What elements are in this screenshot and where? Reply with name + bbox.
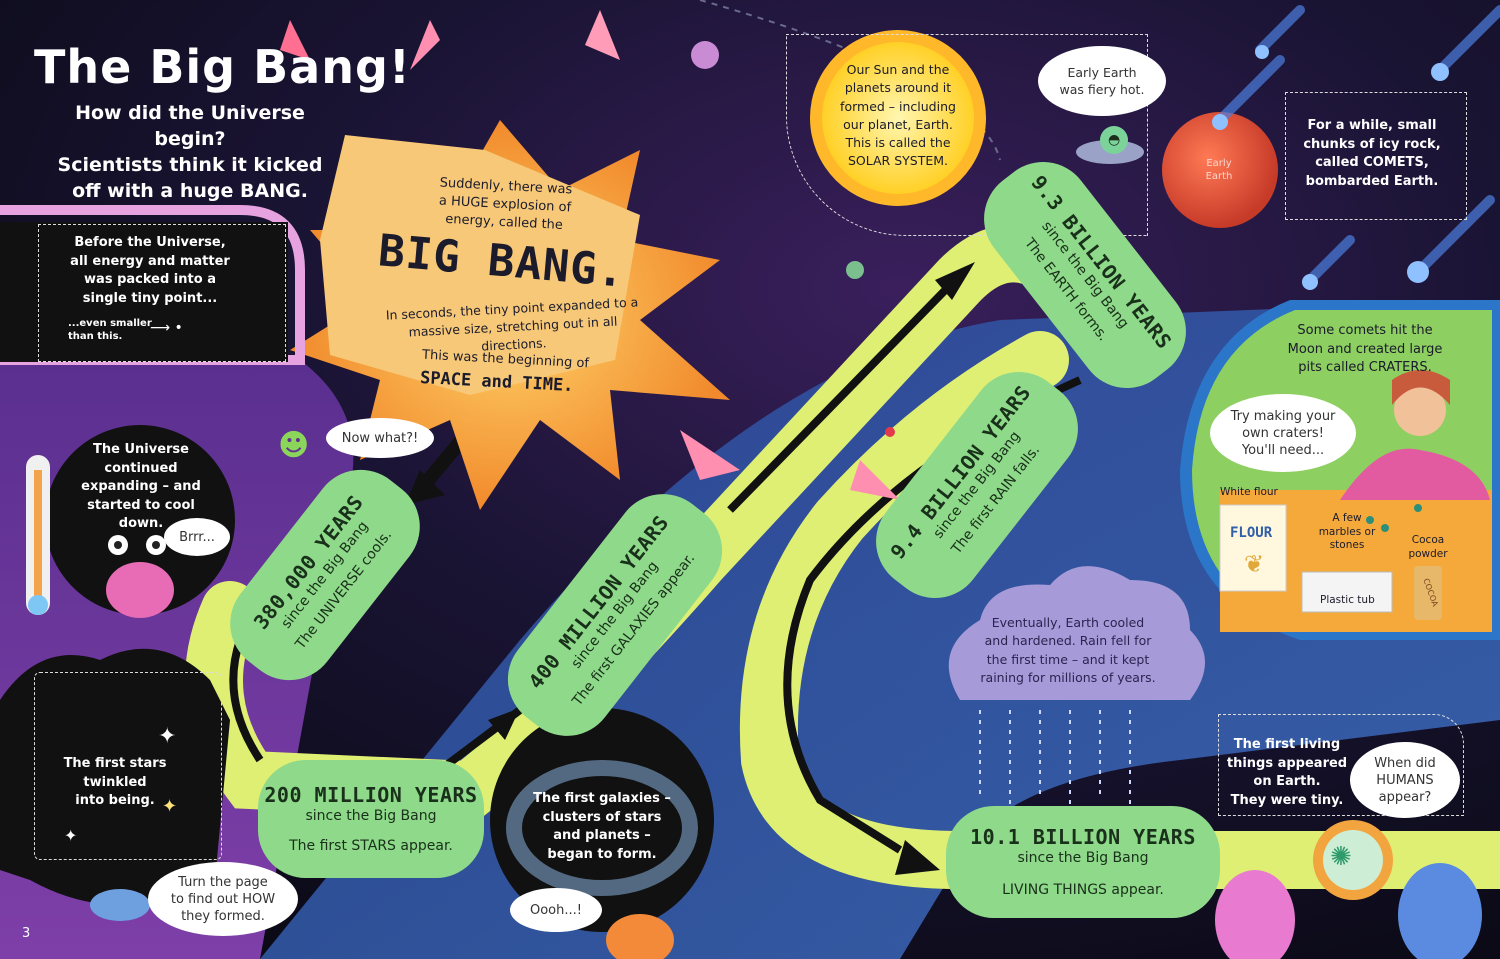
flour-bag-label: FLOUR — [1230, 525, 1273, 541]
timeline-pill-10-1b: 10.1 BILLION YEARS since the Big Bang LI… — [946, 806, 1220, 918]
page-number: 3 — [22, 926, 31, 941]
rain-cloud-text: Eventually, Earth cooled and hardened. R… — [980, 615, 1156, 685]
page-title: The Big Bang! — [34, 40, 411, 94]
smaller-than-this-text: ...even smaller than this. — [68, 318, 152, 342]
explosion-intro: Suddenly, there was a HUGE explosion of … — [438, 175, 573, 234]
universe-cooling-text: The Universe continued expanding – and s… — [81, 442, 201, 531]
marbles-label: A few marbles or stones — [1318, 512, 1376, 551]
comets-box — [1285, 92, 1467, 220]
early-earth-bubble: Early Earth was fiery hot. — [1038, 46, 1166, 116]
timeline-event: LIVING THINGS appear. — [1002, 882, 1164, 898]
timeline-since: since the Big Bang — [1017, 850, 1149, 866]
timeline-years: 10.1 BILLION YEARS — [970, 825, 1196, 849]
brrr-bubble: Brrr... — [164, 518, 230, 556]
sparkle-icon: ✦ — [158, 724, 177, 749]
timeline-event: The first STARS appear. — [289, 838, 453, 854]
oooh-bubble: Oooh...! — [510, 888, 602, 932]
page-subtitle: How did the Universe begin? Scientists t… — [57, 102, 323, 202]
first-stars-text: The first stars twinkled into being. — [63, 756, 167, 808]
before-universe-text: Before the Universe, all energy and matt… — [70, 235, 230, 306]
ufo-icon: ◓ — [1108, 132, 1121, 148]
timeline-pill-200m: 200 MILLION YEARS since the Big Bang The… — [258, 760, 484, 878]
craters-intro: Some comets hit the Moon and created lar… — [1287, 323, 1443, 375]
timeline-years: 200 MILLION YEARS — [264, 783, 478, 807]
frog-alien-icon: ☻ — [278, 428, 310, 463]
before-universe-box — [38, 224, 286, 362]
sparkle-icon: ✦ — [162, 796, 178, 817]
try-craters-bubble: Try making your own craters! You'll need… — [1210, 394, 1356, 472]
wheat-icon: ❦ — [1244, 550, 1265, 578]
early-earth-label: Early Earth — [1205, 158, 1233, 182]
humans-bubble: When did HUMANS appear? — [1350, 742, 1460, 818]
turn-page-bubble: Turn the page to find out HOW they forme… — [148, 862, 298, 936]
first-living-text: The first living things appeared on Eart… — [1226, 737, 1348, 808]
first-living-box — [1218, 714, 1464, 816]
sparkle-icon: ✦ — [64, 826, 78, 845]
solar-system-text: Our Sun and the planets around it formed… — [840, 62, 956, 169]
arrow-right-icon: ⟶ • — [150, 320, 183, 336]
timeline-since: since the Big Bang — [305, 808, 437, 824]
comets-text: For a while, small chunks of icy rock, c… — [1303, 118, 1441, 189]
microbe-icon: ✺ — [1330, 842, 1352, 872]
tub-label: Plastic tub — [1320, 594, 1375, 606]
galaxies-text: The first galaxies – clusters of stars a… — [533, 791, 671, 862]
cocoa-label: Cocoa powder — [1408, 534, 1448, 560]
now-what-bubble: Now what?! — [326, 418, 434, 458]
flour-label: White flour — [1220, 486, 1278, 498]
first-stars-box — [34, 672, 222, 860]
